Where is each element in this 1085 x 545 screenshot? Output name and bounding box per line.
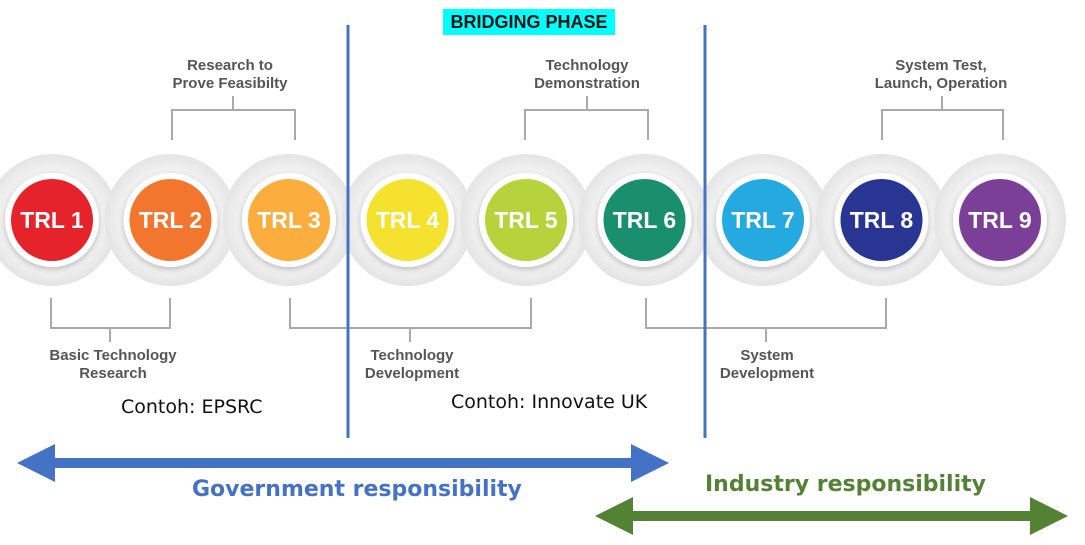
bridging-phase-label: BRIDGING PHASE [443,9,615,35]
trl-label: TRL 9 [968,207,1031,233]
trl-label: TRL 8 [850,207,914,233]
trl-circle [11,179,93,261]
trl-circle [248,179,330,261]
trl-circle [840,179,923,261]
bracket-top-3 [881,109,1004,140]
bracket-top-1 [171,109,296,140]
bracket-bottom-3 [645,298,887,329]
trl-label: TRL 6 [613,207,676,233]
trl-circle [129,179,212,261]
example-epsrc: Contoh: EPSRC [121,396,263,418]
industry-arrow [595,497,1068,535]
top-label-system-test: System Test,Launch, Operation [874,57,1008,92]
bracket-top-2 [524,109,649,140]
industry-responsibility-label: Industry responsibility [705,472,986,497]
trl-label: TRL 3 [257,207,320,233]
bracket-bottom-2 [289,298,532,329]
trl-label: TRL 5 [494,207,558,233]
trl-circle [485,179,567,261]
government-arrow [17,444,669,482]
trl-label: TRL 2 [139,207,202,233]
trl-circle [366,179,449,261]
trl-label: TRL 7 [731,207,794,233]
example-innovate-uk: Contoh: Innovate UK [451,391,648,413]
trl-label: TRL 4 [376,207,440,233]
trl-circle [959,179,1041,261]
bracket-bottom-1 [50,298,171,329]
trl-label: TRL 1 [20,207,84,233]
trl-circle [722,179,804,261]
government-responsibility-label: Government responsibility [192,477,522,502]
trl-circle [603,179,686,261]
